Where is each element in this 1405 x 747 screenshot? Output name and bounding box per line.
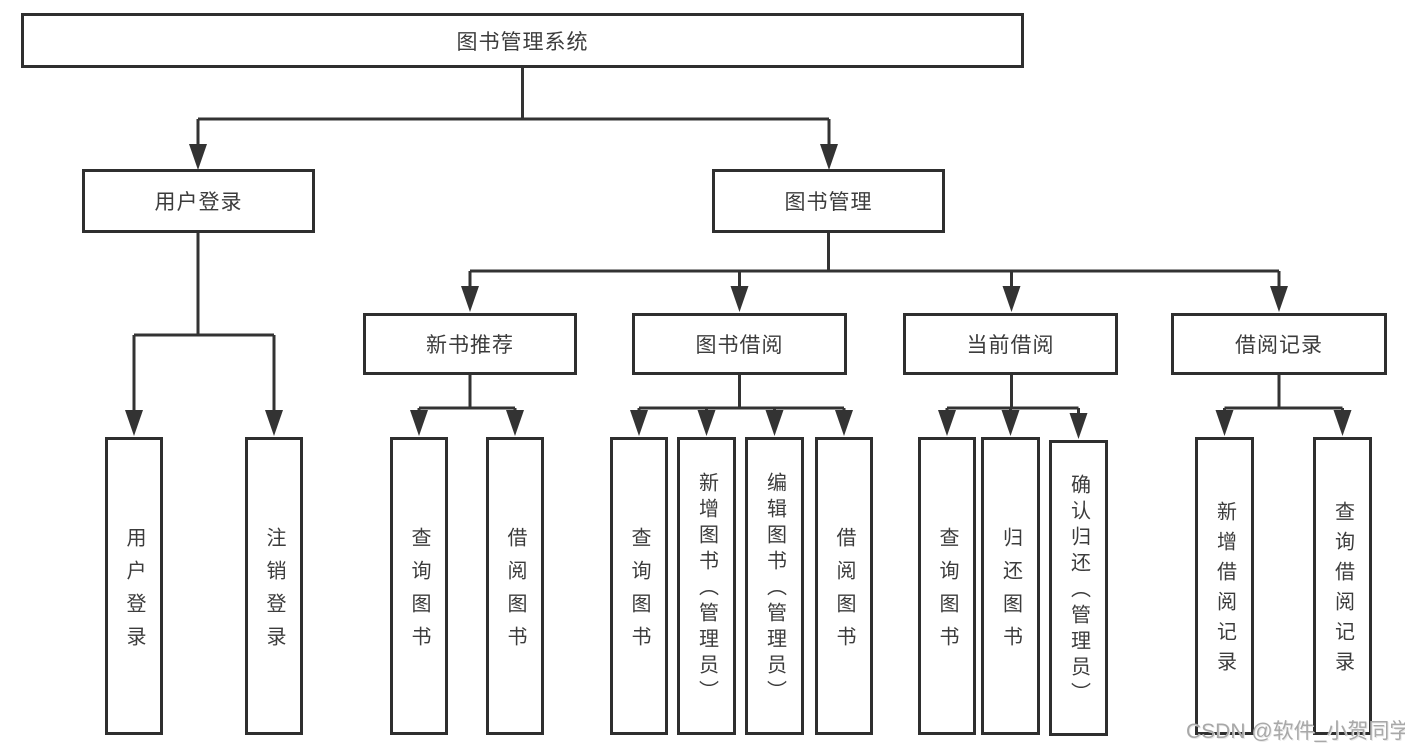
node-book-borrowing: 图书借阅 [632,313,847,375]
leaf-user-login: 用户登录 [105,437,163,735]
node-label: 新增借阅记录 [1213,501,1236,681]
leaf-return-books: 归还图书 [981,437,1040,735]
arrowhead-icon [461,286,479,312]
leaf-query-books-recommend: 查询图书 [390,437,448,735]
node-label: 查询借阅记录 [1331,501,1354,681]
node-book-management: 图书管理 [712,169,945,233]
node-label: 图书借阅 [695,334,784,357]
node-borrowing-records: 借阅记录 [1171,313,1387,375]
leaf-borrow-books: 借阅图书 [815,437,873,735]
node-label: 新书推荐 [426,334,514,357]
node-label: 编辑图书（管理员） [763,472,786,706]
watermark: CSDN @软件_小贺同学 [1186,720,1405,743]
leaf-query-books-current: 查询图书 [918,437,976,735]
arrowhead-icon [506,410,524,436]
node-label: 查询图书 [628,526,650,659]
arrowhead-group [125,144,1352,439]
arrowhead-icon [189,144,207,170]
node-new-book-recommend: 新书推荐 [363,313,577,375]
arrowhead-icon [1270,286,1288,312]
leaf-query-borrow-record: 查询借阅记录 [1313,437,1372,735]
node-label: 用户登录 [154,191,243,214]
arrowhead-icon [1001,410,1020,436]
arrowhead-icon [835,410,853,436]
arrowhead-icon [1333,410,1352,436]
arrowhead-icon [125,410,143,436]
arrowhead-icon [265,410,283,436]
arrowhead-icon [630,410,648,436]
arrowhead-icon [410,410,428,436]
leaf-add-books-admin: 新增图书（管理员） [677,437,736,735]
node-label: 图书管理 [784,191,873,214]
arrowhead-icon [938,410,956,436]
leaf-logout-login: 注销登录 [245,437,303,735]
node-label: 当前借阅 [966,334,1055,357]
node-label: 新增图书（管理员） [695,472,718,706]
arrowhead-icon [1069,413,1088,439]
arrowhead-icon [730,286,749,312]
arrowhead-icon [765,410,784,436]
leaf-add-borrow-record: 新增借阅记录 [1195,437,1254,735]
node-library-system: 图书管理系统 [21,13,1024,68]
node-user-login: 用户登录 [82,169,315,233]
node-label: 注销登录 [263,526,285,659]
leaf-confirm-return-admin: 确认归还（管理员） [1049,440,1108,736]
leaf-query-books-borrow: 查询图书 [610,437,668,735]
node-label: 借阅记录 [1235,334,1323,357]
arrowhead-icon [1215,410,1234,436]
node-label: 确认归还（管理员） [1067,474,1090,708]
node-label: 借阅图书 [833,526,855,659]
node-label: 图书管理系统 [456,30,589,54]
leaf-edit-books-admin: 编辑图书（管理员） [745,437,804,735]
node-label: 借阅图书 [504,526,526,659]
node-current-borrowing: 当前借阅 [903,313,1118,375]
node-label: 归还图书 [999,526,1022,659]
node-label: 查询图书 [936,526,958,659]
node-label: 查询图书 [408,526,430,659]
leaf-borrow-books-recommend: 借阅图书 [486,437,544,735]
arrowhead-icon [820,144,838,170]
arrowhead-icon [697,410,716,436]
node-label: 用户登录 [123,526,145,659]
arrowhead-icon [1002,286,1021,312]
